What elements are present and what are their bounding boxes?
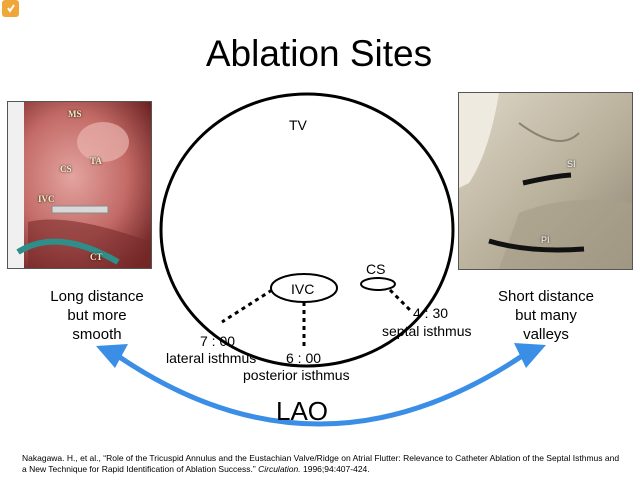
right-note-line-3: valleys xyxy=(523,326,569,343)
citation-volume: 1996;94:407-424. xyxy=(300,464,370,474)
app-logo-icon xyxy=(2,0,19,17)
lao-label: LAO xyxy=(276,396,329,426)
cs-oval xyxy=(360,277,396,291)
photo-label-ms: MS xyxy=(68,109,82,119)
anatomy-photo-left: MS TA CS IVC CT xyxy=(7,101,152,269)
anatomy-photo-left-image xyxy=(8,102,151,268)
page-title: Ablation Sites xyxy=(205,33,433,74)
citation: Nakagawa. H., et al., “Role of the Tricu… xyxy=(22,453,622,475)
right-note-line-2: but many xyxy=(515,307,577,324)
pos-430-label: 4 : 30 xyxy=(413,305,449,321)
septal-isthmus-line xyxy=(388,288,412,312)
right-note: Short distance but many valleys xyxy=(490,287,602,344)
pos-600-label: 6 : 00 xyxy=(286,350,322,366)
left-note-line-2: but more xyxy=(67,307,127,324)
arrow-head-right xyxy=(514,343,546,368)
left-note: Long distance but more smooth xyxy=(33,287,161,344)
pos-700-label: 7 : 00 xyxy=(200,333,236,349)
arrow-head-left xyxy=(96,344,128,368)
citation-journal: Circulation. xyxy=(258,464,301,474)
left-note-line-3: smooth xyxy=(72,326,122,343)
ivc-label: IVC xyxy=(291,281,315,297)
photo-label-pi: PI xyxy=(541,235,550,245)
photo-label-si: SI xyxy=(567,159,576,169)
lateral-isthmus-line xyxy=(221,288,273,324)
photo-label-cs: CS xyxy=(60,164,72,174)
photo-label-ta: TA xyxy=(90,156,102,166)
anatomy-photo-right: SI PI xyxy=(458,92,633,270)
lao-arc-arrow xyxy=(116,353,524,427)
cs-label: CS xyxy=(366,261,386,277)
lateral-isthmus-label: lateral isthmus xyxy=(166,350,257,366)
left-note-line-1: Long distance xyxy=(50,288,144,305)
photo-label-ivc: IVC xyxy=(38,194,55,204)
anatomy-photo-right-image xyxy=(459,93,632,269)
tricuspid-annulus-outline xyxy=(159,92,455,368)
tv-label: TV xyxy=(289,117,307,133)
photo-label-ct: CT xyxy=(90,252,103,262)
right-note-line-1: Short distance xyxy=(498,288,594,305)
citation-text: Nakagawa. H., et al., “Role of the Tricu… xyxy=(22,453,620,474)
septal-isthmus-label: septal isthmus xyxy=(382,323,472,339)
posterior-isthmus-label: posterior isthmus xyxy=(243,367,350,383)
